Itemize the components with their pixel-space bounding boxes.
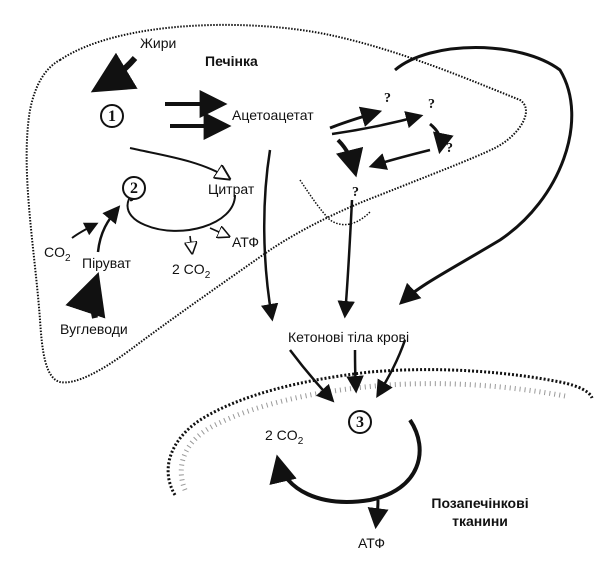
label-citrate: Цитрат bbox=[208, 181, 255, 197]
citrate-arrow bbox=[129, 147, 228, 178]
label-extrahepatic-2: тканини bbox=[452, 513, 508, 529]
arrow-q2-to-q3 bbox=[429, 122, 454, 155]
arrow-q3-to-left bbox=[368, 148, 431, 170]
arrow-aceto-to-blood bbox=[261, 149, 279, 322]
question-mark-4: ? bbox=[352, 185, 359, 200]
tissue-outline bbox=[166, 368, 594, 496]
fats-arrow bbox=[90, 52, 138, 93]
arrow-big-loop bbox=[394, 46, 574, 305]
arrow-blood-to-3-c bbox=[376, 339, 407, 399]
label-carbohydrates: Вуглеводи bbox=[60, 321, 128, 337]
tissue-cycle-arrow bbox=[269, 418, 422, 504]
label-pyruvate: Піруват bbox=[82, 255, 132, 271]
arrow-carbs-to-pyruvate bbox=[65, 272, 106, 319]
liver-outline bbox=[25, 23, 527, 384]
arrow-aceto-to-q2 bbox=[331, 111, 424, 136]
question-mark-1: ? bbox=[384, 91, 391, 106]
label-liver: Печінка bbox=[205, 53, 258, 69]
arrow-pyruvate-to-2 bbox=[96, 205, 121, 253]
liver-fold bbox=[299, 179, 371, 226]
label-co2-tissue: 2 CO2 bbox=[265, 427, 304, 447]
arrow-to-co2-liver bbox=[190, 235, 192, 252]
label-acetoacetate: Ацетоацетат bbox=[232, 107, 314, 123]
arrow-co2-to-pyruvate bbox=[71, 222, 99, 239]
label-atp-liver: АТФ bbox=[232, 234, 259, 250]
arrow-q4-to-blood bbox=[337, 199, 355, 319]
label-blood-ketones: Кетонові тіла крові bbox=[288, 329, 409, 345]
arrow-blood-to-3-b bbox=[346, 349, 364, 394]
arrow-to-atp-liver bbox=[209, 228, 228, 236]
svg-text:1: 1 bbox=[108, 108, 116, 125]
label-co2-left: CO2 bbox=[44, 244, 71, 264]
question-mark-2: ? bbox=[428, 97, 435, 112]
arrow-to-atp-tissue bbox=[367, 499, 389, 530]
label-co2-liver: 2 CO2 bbox=[172, 261, 211, 281]
arrow-aceto-to-q4 bbox=[335, 138, 364, 178]
step-2-marker: 2 bbox=[122, 176, 146, 200]
step-1-marker: 1 bbox=[100, 104, 124, 128]
arrow-blood-to-3-a bbox=[289, 349, 335, 403]
svg-text:3: 3 bbox=[356, 414, 364, 431]
label-extrahepatic-1: Позапечінкові bbox=[431, 495, 528, 511]
step-3-marker: 3 bbox=[348, 410, 372, 434]
label-atp-tissue: АТФ bbox=[358, 535, 385, 551]
cycle-arc bbox=[128, 190, 236, 232]
tissue-stipple bbox=[178, 381, 566, 491]
arrow-aceto-to-q1 bbox=[329, 106, 383, 130]
label-fats: Жири bbox=[140, 35, 176, 51]
svg-text:2: 2 bbox=[130, 180, 138, 197]
question-mark-3: ? bbox=[446, 141, 453, 156]
